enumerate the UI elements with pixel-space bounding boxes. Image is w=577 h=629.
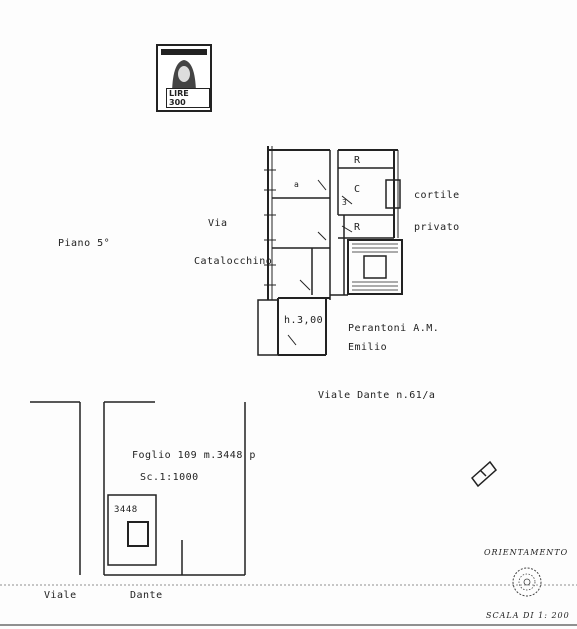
location-map: [0, 401, 577, 586]
room-label-c: C: [354, 184, 361, 195]
floor-plan: [257, 146, 403, 356]
orientation-compass-icon: [512, 567, 542, 597]
stamp-value: LIRE 300: [166, 88, 210, 108]
label-cortile: cortile: [414, 190, 460, 201]
street-viale: Viale: [44, 590, 77, 601]
parcel-number: 3448: [114, 505, 138, 515]
address-label: Viale Dante n.61/a: [318, 390, 436, 401]
room-label-3: 3: [342, 198, 348, 207]
street-label-via: Via: [208, 218, 228, 229]
room-height-label: h.3,00: [284, 315, 324, 326]
plan-stairwell: [347, 239, 403, 295]
floor-label: Piano 5°: [58, 238, 111, 249]
plan-balcony: [385, 179, 401, 209]
drawing-scale-label: SCALA DI 1: 200: [486, 611, 570, 620]
parcel-3448-outline: [107, 494, 157, 566]
owner-line-2: Emilio: [348, 342, 388, 353]
plan-balcony-left: [257, 299, 279, 356]
room-label-a: a: [294, 180, 300, 189]
label-privato: privato: [414, 222, 460, 233]
orientamento-label: ORIENTAMENTO: [484, 548, 569, 557]
street-label-catalocchino: Catalocchino: [194, 256, 273, 267]
room-label-r1: R: [354, 155, 361, 166]
map-scale-label: Sc.1:1000: [140, 472, 199, 483]
owner-line-1: Perantoni A.M.: [348, 323, 440, 334]
ink-stamp-mark-icon: [470, 460, 498, 488]
street-dante: Dante: [130, 590, 163, 601]
foglio-label: Foglio 109 m.3448 p: [132, 450, 256, 461]
room-label-r2: R: [354, 222, 361, 233]
revenue-stamp: LIRE 300: [156, 44, 212, 112]
